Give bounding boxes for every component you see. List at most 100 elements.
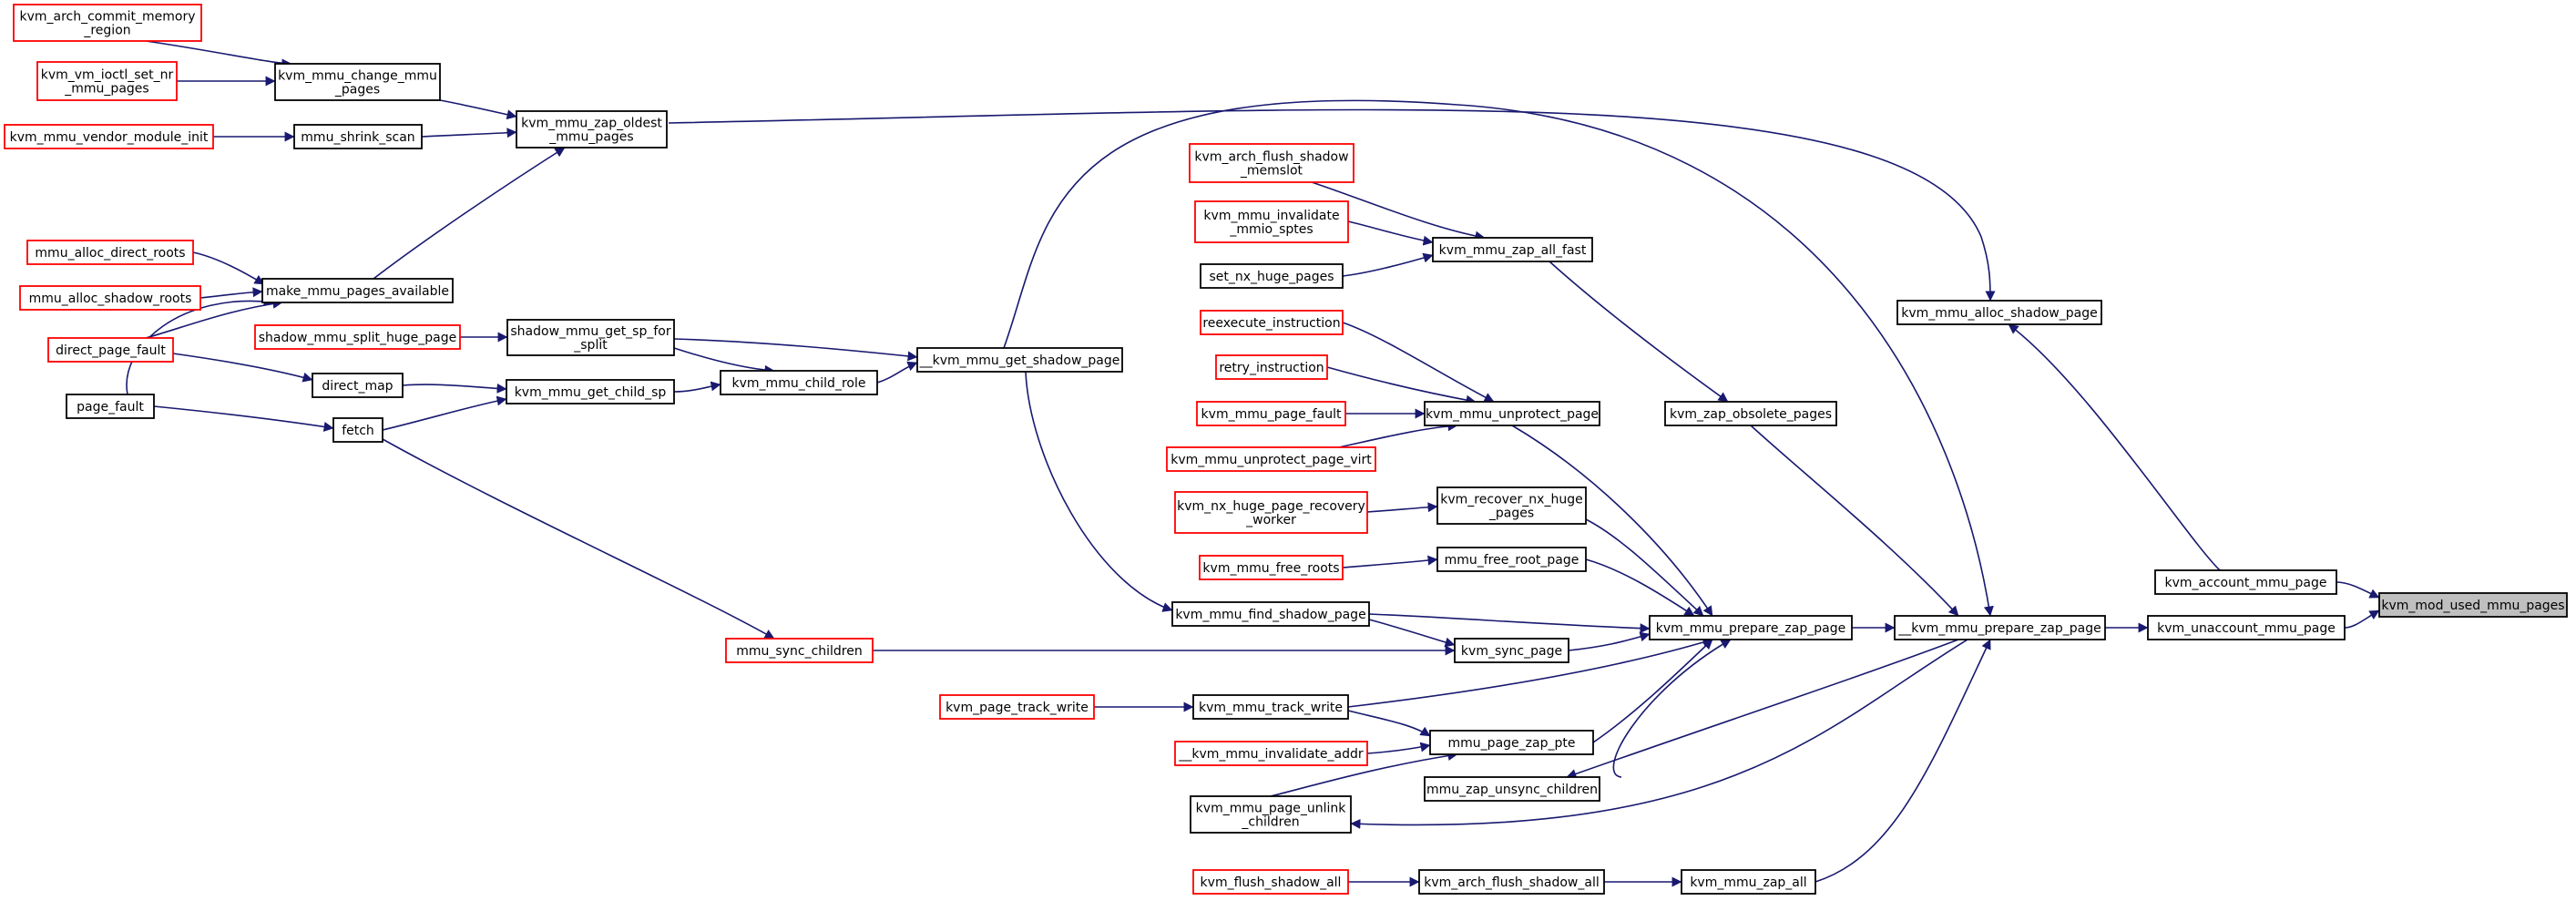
function-node-invalidate-mmio[interactable]: kvm_mmu_invalidate_mmio_sptes: [1194, 200, 1349, 243]
function-node-retry[interactable]: retry_instruction: [1215, 354, 1328, 380]
node-label: mmu_alloc_shadow_roots: [29, 292, 192, 306]
function-node-unprotect-virt[interactable]: kvm_mmu_unprotect_page_virt: [1166, 446, 1376, 472]
node-box: [1194, 200, 1349, 243]
node-box: [1681, 869, 1816, 895]
node-label: retry_instruction: [1219, 361, 1324, 375]
function-node-get-sp-for-split[interactable]: shadow_mmu_get_sp_for_split: [506, 319, 675, 356]
function-node-set-nr-mmu-pages[interactable]: kvm_vm_ioctl_set_nr_mmu_pages: [36, 61, 178, 101]
call-edge: [673, 338, 918, 362]
function-node-make-available[interactable]: make_mmu_pages_available: [261, 278, 454, 303]
function-node-invalidate-addr[interactable]: __kvm_mmu_invalidate_addr: [1174, 741, 1368, 766]
function-node-recover-nx[interactable]: kvm_recover_nx_huge_pages: [1436, 486, 1587, 525]
node-label: __kvm_mmu_get_shadow_page: [919, 353, 1120, 368]
function-node-alloc-shadow-page[interactable]: kvm_mmu_alloc_shadow_page: [1896, 300, 2102, 325]
call-edge: [1750, 425, 1959, 617]
node-box: [1215, 354, 1328, 380]
function-node-arch-flush-memslot[interactable]: kvm_arch_flush_shadow_memslot: [1189, 143, 1354, 183]
function-node-direct-page-fault[interactable]: direct_page_fault: [47, 337, 174, 363]
node-label: kvm_arch_commit_memory: [19, 10, 195, 25]
node-box: [1432, 237, 1593, 262]
node-label: kvm_mmu_unprotect_page_virt: [1170, 453, 1372, 467]
call-edge: [421, 128, 517, 138]
function-node-focus: kvm_mod_used_mmu_pages: [2378, 592, 2568, 618]
function-node-page-fault-kvm[interactable]: kvm_mmu_page_fault: [1196, 401, 1346, 426]
function-node-zap-all[interactable]: kvm_mmu_zap_all: [1681, 869, 1816, 895]
function-node-get-child-sp[interactable]: kvm_mmu_get_child_sp: [506, 379, 675, 404]
function-node-unprotect-page[interactable]: kvm_mmu_unprotect_page: [1424, 401, 1600, 426]
node-label: mmu_page_zap_pte: [1448, 736, 1576, 751]
function-node-prepare-zap[interactable]: __kvm_mmu_prepare_zap_page: [1894, 615, 2106, 640]
call-edge: [1347, 220, 1434, 246]
node-label: kvm_mmu_change_mmu: [278, 69, 437, 84]
function-node-unaccount[interactable]: kvm_unaccount_mmu_page: [2147, 615, 2346, 640]
function-node-free-root-page[interactable]: mmu_free_root_page: [1436, 547, 1587, 572]
node-label: kvm_mmu_alloc_shadow_page: [1901, 306, 2097, 321]
node-box: [1649, 615, 1853, 640]
node-label: __kvm_mmu_prepare_zap_page: [1897, 621, 2101, 636]
node-box: [254, 324, 461, 350]
node-label: _worker: [1245, 513, 1296, 527]
call-edge: [1511, 425, 1713, 617]
node-box: [312, 373, 404, 398]
function-node-account[interactable]: kvm_account_mmu_page: [2154, 569, 2337, 595]
node-box: [13, 4, 202, 42]
function-node-alloc-shadow-roots[interactable]: mmu_alloc_shadow_roots: [19, 285, 201, 311]
function-node-nx-recovery-worker[interactable]: kvm_nx_huge_page_recovery_worker: [1174, 491, 1368, 534]
call-edge: [1549, 261, 1729, 403]
function-node-vendor-module-init[interactable]: kvm_mmu_vendor_module_init: [4, 124, 214, 149]
function-node-track-write[interactable]: kvm_mmu_track_write: [1192, 694, 1349, 720]
function-node-flush-shadow-all[interactable]: kvm_flush_shadow_all: [1192, 869, 1349, 895]
function-node-alloc-direct-roots[interactable]: mmu_alloc_direct_roots: [26, 240, 194, 265]
node-label: kvm_mmu_vendor_module_init: [10, 130, 209, 145]
node-box: [1199, 555, 1344, 580]
node-box: [1166, 446, 1376, 472]
function-node-get-shadow-page[interactable]: __kvm_mmu_get_shadow_page: [916, 347, 1123, 373]
node-box: [1174, 741, 1368, 766]
function-node-page-zap-pte[interactable]: mmu_page_zap_pte: [1429, 730, 1594, 755]
node-label: mmu_shrink_scan: [301, 130, 414, 145]
node-box: [26, 240, 194, 265]
node-box: [1192, 869, 1349, 895]
function-node-sync-page[interactable]: kvm_sync_page: [1454, 638, 1569, 663]
call-edge: [373, 147, 566, 280]
function-node-reexecute[interactable]: reexecute_instruction: [1200, 310, 1344, 335]
node-box: [1196, 401, 1346, 426]
node-box: [1424, 401, 1600, 426]
node-label: _pages: [1488, 507, 1534, 521]
function-node-arch-flush-all[interactable]: kvm_arch_flush_shadow_all: [1418, 869, 1605, 895]
function-node-free-roots[interactable]: kvm_mmu_free_roots: [1199, 555, 1344, 580]
function-node-zap-obsolete[interactable]: kvm_zap_obsolete_pages: [1664, 401, 1837, 426]
node-label: kvm_account_mmu_page: [2165, 576, 2327, 590]
call-edge: [876, 361, 918, 384]
node-label: kvm_mod_used_mmu_pages: [2381, 599, 2564, 613]
function-node-find-shadow-page[interactable]: kvm_mmu_find_shadow_page: [1171, 601, 1370, 627]
function-node-child-role[interactable]: kvm_mmu_child_role: [720, 370, 878, 395]
function-node-prepare-zap[interactable]: kvm_mmu_prepare_zap_page: [1649, 615, 1853, 640]
call-edge: [153, 405, 334, 432]
function-node-commit-memory-region[interactable]: kvm_arch_commit_memory_region: [13, 4, 202, 42]
call-edge: [126, 296, 274, 395]
function-node-set-nx[interactable]: set_nx_huge_pages: [1200, 263, 1344, 289]
node-label: kvm_recover_nx_huge: [1440, 493, 1582, 507]
node-box: [1200, 263, 1344, 289]
function-node-zap-all-fast[interactable]: kvm_mmu_zap_all_fast: [1432, 237, 1593, 262]
function-node-zap-unsync[interactable]: mmu_zap_unsync_children: [1424, 776, 1600, 802]
function-node-split-huge-page[interactable]: shadow_mmu_split_huge_page: [254, 324, 461, 350]
function-node-shrink-scan[interactable]: mmu_shrink_scan: [293, 124, 423, 149]
call-edge: [192, 251, 265, 285]
node-box: [1171, 601, 1370, 627]
call-edge: [668, 108, 1996, 302]
function-node-change-mmu-pages[interactable]: kvm_mmu_change_mmu_pages: [274, 63, 441, 101]
function-node-unlink-children[interactable]: kvm_mmu_page_unlink_children: [1190, 795, 1352, 834]
function-node-zap-oldest[interactable]: kvm_mmu_zap_oldest_mmu_pages: [516, 110, 668, 148]
function-node-fetch[interactable]: fetch: [332, 417, 383, 443]
function-node-page-track-write[interactable]: kvm_page_track_write: [939, 694, 1095, 720]
node-box: [1200, 310, 1344, 335]
call-edge: [382, 395, 507, 431]
function-node-page-fault[interactable]: page_fault: [66, 394, 155, 419]
node-label: shadow_mmu_get_sp_for: [510, 324, 670, 339]
node-box: [1424, 776, 1600, 802]
function-node-mmu-sync-children[interactable]: mmu_sync_children: [725, 638, 874, 663]
function-node-direct-map[interactable]: direct_map: [312, 373, 404, 398]
call-edge: [673, 347, 775, 375]
